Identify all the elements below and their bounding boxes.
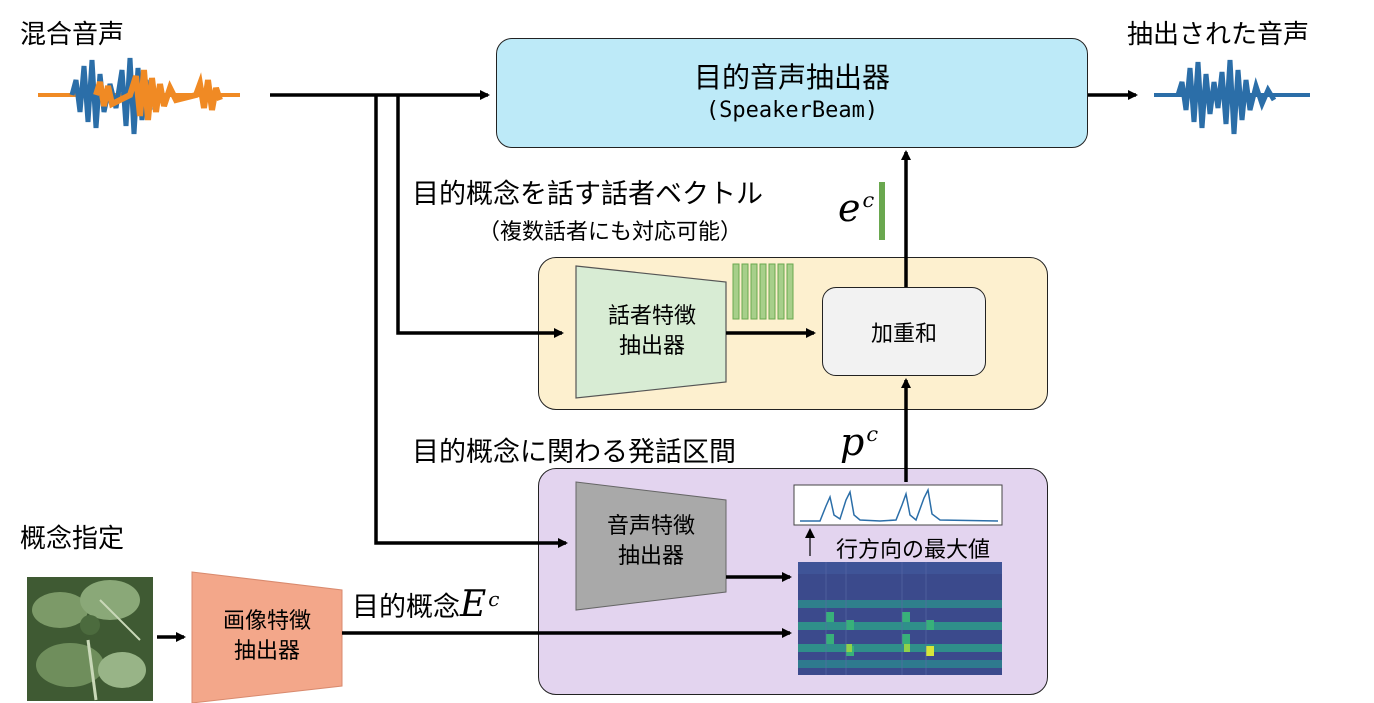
speaker-feature-extractor: [575, 265, 727, 399]
target-concept-text: 目的概念: [352, 592, 460, 623]
extractor-subtitle: (SpeakerBeam): [705, 98, 879, 123]
speaker-feature-label: 話者特徴 抽出器: [580, 292, 724, 372]
audio-feature-extractor: [575, 481, 727, 611]
target-concept-symbol: E: [460, 584, 487, 625]
speaker-vector-symbol: ec: [838, 186, 874, 230]
attention-heatmap: [798, 562, 1002, 675]
plant-image: [27, 577, 153, 701]
image-feature-label: 画像特徴 抽出器: [192, 597, 342, 677]
speaker-feature-line1: 話者特徴: [607, 304, 696, 329]
speaker-vector-symbol-base: e: [838, 186, 861, 230]
segment-symbol-base: p: [840, 420, 865, 464]
image-feature-extractor: [191, 571, 343, 703]
audio-feature-label: 音声特徴 抽出器: [576, 502, 726, 582]
segment-symbol-sup: c: [866, 422, 879, 447]
speaker-vector-note: （複数話者にも対応可能）: [478, 220, 743, 245]
mixed-audio-label: 混合音声: [20, 20, 125, 50]
extracted-audio-label: 抽出された音声: [1127, 20, 1310, 50]
concept-spec-label: 概念指定: [20, 524, 125, 554]
image-feature-line1: 画像特徴: [222, 609, 311, 634]
segment-label: 目的概念に関わる発話区間: [412, 437, 736, 468]
row-max-plot: [793, 484, 1003, 526]
audio-feature-line2: 抽出器: [617, 544, 684, 569]
target-extractor-box: 目的音声抽出器 (SpeakerBeam): [496, 38, 1088, 148]
target-concept-sup: c: [488, 587, 500, 611]
speaker-vector-symbol-sup: c: [862, 188, 875, 213]
mixed-waveform: [38, 57, 240, 135]
image-feature-line2: 抽出器: [233, 639, 300, 664]
extractor-title: 目的音声抽出器: [693, 61, 890, 94]
speaker-vector-bar: [879, 182, 885, 240]
speaker-vector-label: 目的概念を話す話者ベクトル: [412, 179, 763, 210]
weighted-sum-label: 加重和: [870, 321, 937, 347]
speaker-feature-line2: 抽出器: [618, 334, 685, 359]
extracted-waveform: [1154, 59, 1310, 135]
row-max-label: 行方向の最大値: [836, 538, 991, 563]
audio-feature-line1: 音声特徴: [606, 514, 695, 539]
segment-symbol: pc: [840, 420, 878, 464]
weighted-sum-box: 加重和: [822, 287, 986, 376]
